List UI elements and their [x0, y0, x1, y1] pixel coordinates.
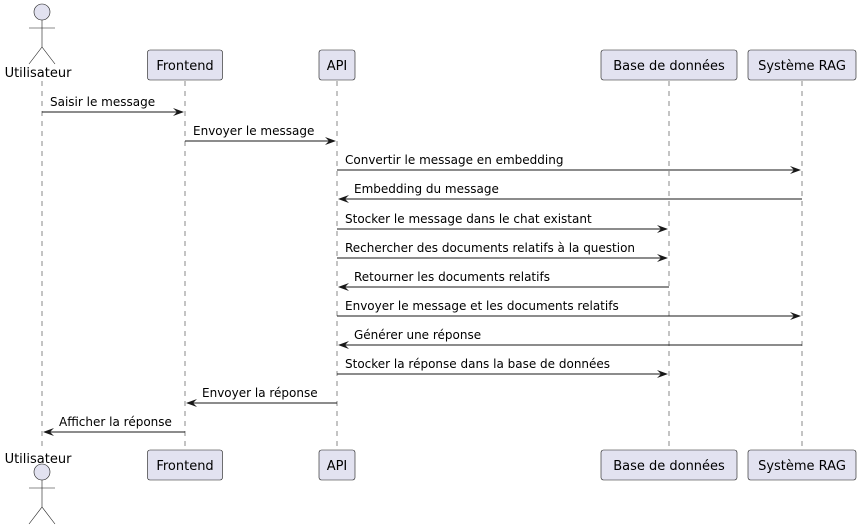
message-label: Stocker le message dans le chat existant — [345, 212, 592, 226]
participant-label: Système RAG — [758, 59, 846, 74]
arrowhead-icon — [325, 137, 336, 145]
arrowhead-icon — [790, 312, 801, 320]
participant-db-bottom: Base de données — [600, 449, 738, 481]
participant-rag-bottom: Système RAG — [747, 449, 857, 481]
message-arrow: Générer une réponse — [338, 328, 802, 349]
arrowhead-icon — [186, 399, 197, 407]
actor-user-top: Utilisateur — [5, 3, 73, 81]
actor-leg-right — [41, 506, 56, 525]
message-label: Saisir le message — [50, 95, 155, 109]
participant-box — [147, 449, 223, 481]
message-arrow: Embedding du message — [338, 182, 802, 203]
message-label: Convertir le message en embedding — [345, 153, 563, 167]
message-label: Rechercher des documents relatifs à la q… — [345, 241, 635, 255]
participant-rag-top: Système RAG — [747, 49, 857, 81]
arrowhead-icon — [657, 254, 668, 262]
participant-api-top: API — [318, 49, 356, 81]
actor-user-bottom: Utilisateur — [5, 452, 73, 525]
participant-label: API — [327, 459, 348, 474]
message-label: Afficher la réponse — [59, 415, 172, 429]
participant-api-bottom: API — [318, 449, 356, 481]
message-label: Envoyer le message et les documents rela… — [345, 299, 619, 313]
actor-label: Utilisateur — [5, 452, 73, 467]
actor-label: Utilisateur — [5, 66, 73, 81]
arrowhead-icon — [173, 108, 184, 116]
participant-label: Base de données — [613, 59, 725, 74]
message-label: Envoyer la réponse — [202, 386, 318, 400]
arrowhead-icon — [338, 195, 349, 203]
participant-label: Système RAG — [758, 459, 846, 474]
message-arrow: Retourner les documents relatifs — [338, 270, 669, 291]
participant-box — [318, 49, 356, 81]
actor-leg-right — [41, 46, 56, 65]
message-label: Retourner les documents relatifs — [354, 270, 550, 284]
participant-box — [747, 449, 857, 481]
arrowhead-icon — [43, 428, 54, 436]
lifelines — [41, 81, 803, 449]
message-arrow: Envoyer le message — [185, 124, 336, 145]
actor-leg-left — [28, 46, 43, 65]
participant-box — [600, 49, 738, 81]
participant-label: Base de données — [613, 459, 725, 474]
actor-head-icon — [33, 3, 51, 21]
message-arrow: Stocker le message dans le chat existant — [337, 212, 668, 233]
participant-frontend-top: Frontend — [147, 49, 223, 81]
arrowhead-icon — [657, 370, 668, 378]
message-label: Embedding du message — [354, 182, 499, 196]
participant-box — [600, 449, 738, 481]
message-arrow: Envoyer la réponse — [186, 386, 337, 407]
participant-label: Frontend — [156, 59, 213, 74]
arrowhead-icon — [790, 166, 801, 174]
participants: UtilisateurUtilisateurFrontendFrontendAP… — [5, 3, 857, 525]
message-arrow: Afficher la réponse — [43, 415, 185, 436]
participant-label: Frontend — [156, 459, 213, 474]
participant-label: API — [327, 59, 348, 74]
arrowhead-icon — [338, 283, 349, 291]
arrowhead-icon — [338, 341, 349, 349]
message-label: Stocker la réponse dans la base de donné… — [345, 357, 610, 371]
arrowhead-icon — [657, 225, 668, 233]
message-arrow: Convertir le message en embedding — [337, 153, 801, 174]
message-arrow: Saisir le message — [42, 95, 184, 116]
participant-box — [747, 49, 857, 81]
message-label: Générer une réponse — [354, 328, 481, 342]
participant-db-top: Base de données — [600, 49, 738, 81]
participant-box — [147, 49, 223, 81]
participant-frontend-bottom: Frontend — [147, 449, 223, 481]
message-arrow: Rechercher des documents relatifs à la q… — [337, 241, 668, 262]
participant-box — [318, 449, 356, 481]
actor-leg-left — [28, 506, 43, 525]
message-arrow: Stocker la réponse dans la base de donné… — [337, 357, 668, 378]
message-label: Envoyer le message — [193, 124, 314, 138]
message-arrow: Envoyer le message et les documents rela… — [337, 299, 801, 320]
